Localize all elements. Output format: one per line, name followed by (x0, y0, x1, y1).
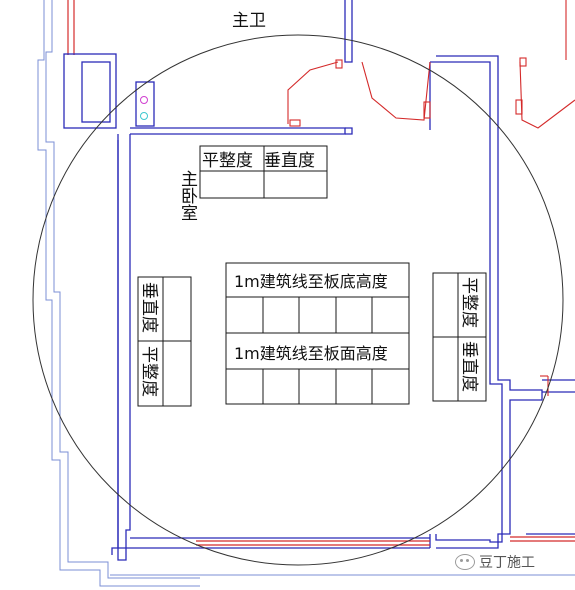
top-left-red-wall (67, 0, 75, 55)
inspection-circle (32, 34, 564, 566)
center-measure-table (225, 262, 410, 405)
center-table-bottom-height-header: 1m建筑线至板底高度 (234, 272, 388, 291)
right-table-verticality-header: 垂直度 (459, 341, 479, 392)
watermark: 豆丁施工 (455, 552, 535, 572)
cyan-marker-icon (140, 112, 148, 120)
wechat-icon (455, 554, 475, 570)
right-measure-table (432, 272, 487, 402)
main-walls (63, 0, 575, 561)
duct-markers (140, 96, 148, 120)
door-swings (287, 0, 575, 396)
left-measure-table (137, 276, 192, 407)
watermark-text: 豆丁施工 (479, 555, 535, 571)
outer-wall-outline (37, 0, 575, 587)
top-table-flatness-header: 平整度 (202, 151, 253, 171)
right-table-flatness-header: 平整度 (459, 277, 479, 328)
master-bath-label: 主卫 (232, 11, 266, 31)
center-table-surface-height-header: 1m建筑线至板面高度 (234, 344, 388, 363)
pink-marker-icon (140, 96, 148, 104)
master-bedroom-label: 主卧室 (177, 170, 198, 221)
left-table-verticality-header: 垂直度 (139, 282, 159, 333)
left-table-flatness-header: 平整度 (139, 346, 159, 397)
top-table-verticality-header: 垂直度 (264, 151, 315, 171)
top-measure-table (199, 145, 328, 199)
bottom-red-wall (196, 536, 575, 546)
